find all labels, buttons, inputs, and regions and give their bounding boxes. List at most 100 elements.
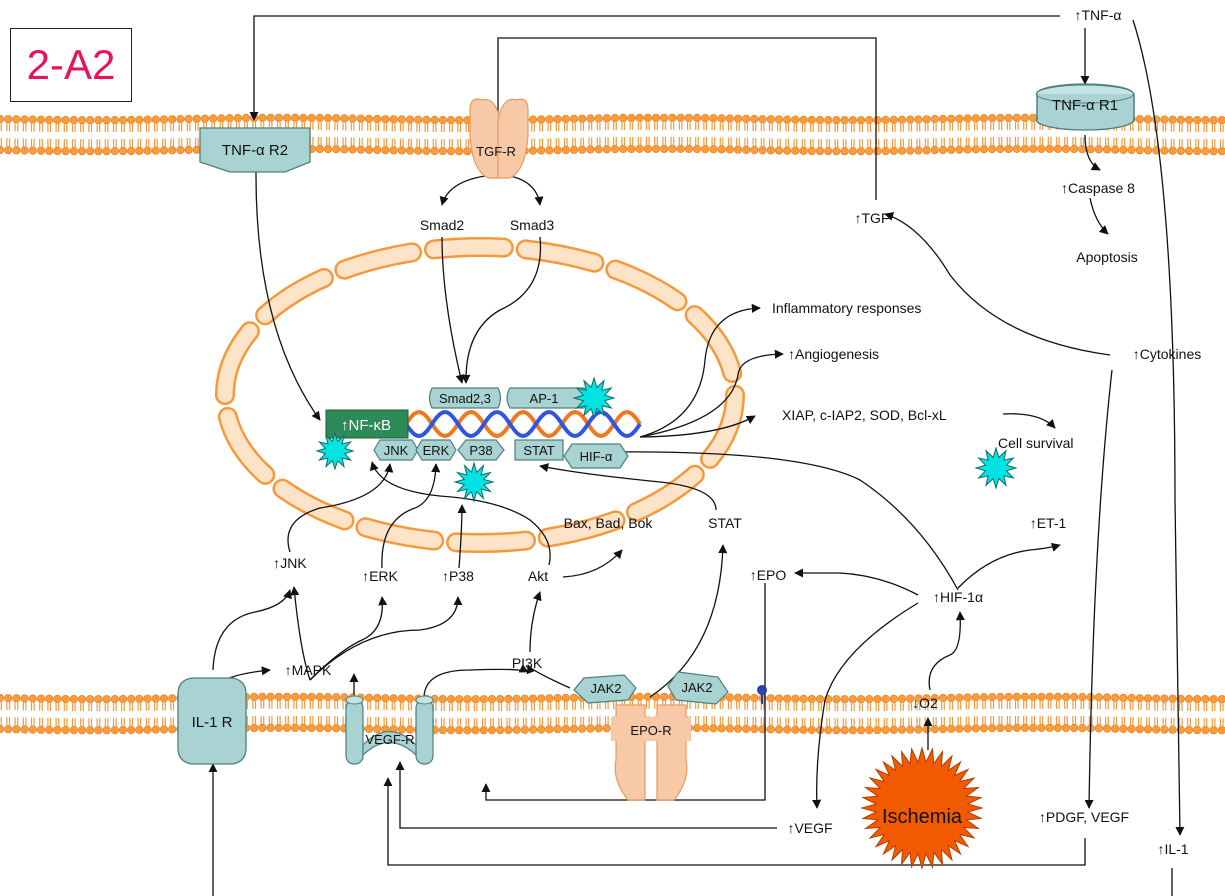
- lipid-head: [1045, 692, 1054, 701]
- lipid-head: [873, 694, 882, 704]
- lipid-head: [1135, 115, 1144, 124]
- lipid-head: [1143, 115, 1153, 124]
- lipid-head: [1193, 146, 1202, 156]
- lipid-head: [1029, 692, 1038, 701]
- arrow-hif1a-to-hif: [609, 447, 959, 591]
- lipid-head: [4, 694, 13, 703]
- lipid-head: [159, 115, 169, 124]
- lipid-head: [569, 693, 579, 702]
- lipid-head: [266, 723, 275, 732]
- lipid-head: [110, 726, 119, 735]
- lipid-head: [938, 693, 948, 703]
- lipid-head: [865, 695, 874, 704]
- lipid-head: [135, 694, 144, 703]
- lipid-head: [291, 692, 300, 701]
- lipid-head: [348, 145, 357, 154]
- lipid-head: [651, 113, 661, 122]
- lipid-head: [791, 725, 800, 734]
- lipid-head: [619, 113, 628, 123]
- lipid-head: [373, 114, 382, 124]
- arrow-p38-to-nucleus: [457, 504, 467, 569]
- label-il1: ↑IL-1: [1157, 841, 1188, 857]
- lipid-head: [569, 114, 579, 123]
- lipid-head: [848, 695, 857, 704]
- lipid-head: [848, 147, 857, 156]
- label-epo: ↑EPO: [750, 567, 787, 583]
- lipid-head: [856, 116, 866, 125]
- lipid-head: [1012, 723, 1021, 732]
- lipid-head: [217, 114, 226, 123]
- lipid-head: [914, 115, 923, 124]
- lipid-head: [602, 114, 611, 123]
- lipid-head: [143, 725, 152, 734]
- arrow-r2-to-nfkb: [255, 169, 321, 421]
- lipid-head: [446, 147, 456, 156]
- lipid-head: [578, 145, 587, 154]
- lipid-head: [1160, 115, 1169, 124]
- lipid-head: [660, 144, 669, 153]
- arrow-hif1a-to-epo: [794, 568, 919, 596]
- lipid-head: [241, 113, 251, 123]
- lipid-head: [340, 114, 349, 123]
- lipid-head: [0, 145, 5, 155]
- lipid-head: [930, 725, 939, 734]
- ap1-box: AP-1: [506, 387, 588, 409]
- lipid-head: [455, 726, 464, 735]
- lipid-head: [602, 724, 611, 733]
- lipid-head: [938, 114, 948, 124]
- lipid-head: [750, 114, 759, 124]
- lipid-head: [766, 694, 775, 703]
- label-stat-cytoplasm: STAT: [708, 515, 742, 531]
- lipid-head: [446, 726, 456, 735]
- lipid-head: [545, 694, 554, 703]
- il1-receptor: IL-1 R: [177, 677, 247, 765]
- lipid-head: [774, 115, 784, 124]
- lipid-head: [1160, 694, 1169, 703]
- lipid-head: [906, 146, 915, 155]
- lipid-head: [127, 725, 136, 735]
- lipid-head: [807, 146, 816, 156]
- lipid-head: [315, 723, 324, 733]
- labels: ↑TNF-α ↑Caspase 8 Apoptosis ↑TGF Smad2 S…: [273, 7, 1201, 857]
- lipid-head: [1094, 693, 1103, 702]
- lipid-head: [1078, 724, 1087, 733]
- lipid-head: [1209, 116, 1218, 125]
- lipid-head: [20, 146, 29, 155]
- lipid-head: [86, 147, 95, 156]
- lipid-head: [1135, 725, 1144, 734]
- lipid-head: [397, 694, 406, 703]
- lipid-head: [69, 147, 78, 156]
- lipid-head: [1061, 723, 1071, 733]
- lipid-head: [996, 692, 1005, 702]
- lipid-head: [733, 693, 743, 702]
- lipid-head: [881, 146, 890, 156]
- lipid-head: [742, 693, 751, 702]
- lipid-head: [168, 694, 177, 703]
- arrow-smad3-to-smad23: [461, 236, 542, 384]
- lipid-head: [118, 725, 128, 735]
- lipid-head: [701, 724, 710, 733]
- lipid-head: [61, 146, 70, 156]
- lipid-head: [1160, 725, 1169, 734]
- lipid-head: [643, 692, 652, 701]
- lipid-head: [586, 724, 595, 733]
- arrow-xiap-to-survival: [1002, 413, 1056, 429]
- lipid-head: [1176, 115, 1185, 124]
- lipid-head: [1217, 695, 1225, 704]
- lipid-head: [168, 725, 177, 734]
- lipid-head: [1119, 145, 1128, 154]
- lipid-head: [1045, 144, 1054, 153]
- lipid-head: [914, 146, 923, 155]
- arrow-tnf-to-r2: [249, 15, 1060, 121]
- lipid-head: [118, 146, 128, 156]
- lipid-head: [725, 145, 734, 154]
- lipid-head: [988, 693, 997, 702]
- lipid-head: [1061, 692, 1071, 702]
- lipid-head: [1193, 725, 1202, 735]
- lipid-head: [1160, 146, 1169, 155]
- lipid-head: [578, 114, 587, 123]
- lipid-head: [963, 145, 972, 154]
- lipid-head: [807, 115, 816, 125]
- lipid-head: [1004, 723, 1013, 733]
- lipid-head: [430, 115, 439, 125]
